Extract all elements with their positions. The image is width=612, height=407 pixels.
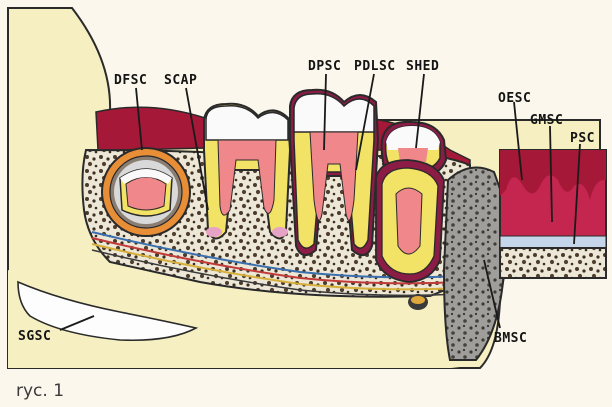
label-dpsc: DPSC (308, 59, 341, 74)
label-gmsc: GMSC (530, 113, 563, 128)
primary-tooth (376, 122, 446, 282)
figure-caption: ryc. 1 (16, 381, 64, 401)
label-pdlsc: PDLSC (354, 59, 396, 74)
label-psc: PSC (570, 131, 595, 146)
label-sgsc: SGSC (18, 329, 51, 344)
label-oesc: OESC (498, 91, 531, 106)
label-scap: SCAP (164, 73, 197, 88)
developing-tooth (102, 148, 190, 236)
label-bmsc: BMSC (494, 331, 527, 346)
vessel-spot (408, 294, 428, 310)
mucosa-cross-section (500, 150, 606, 278)
label-dfsc: DFSC (114, 73, 147, 88)
label-shed: SHED (406, 59, 439, 74)
